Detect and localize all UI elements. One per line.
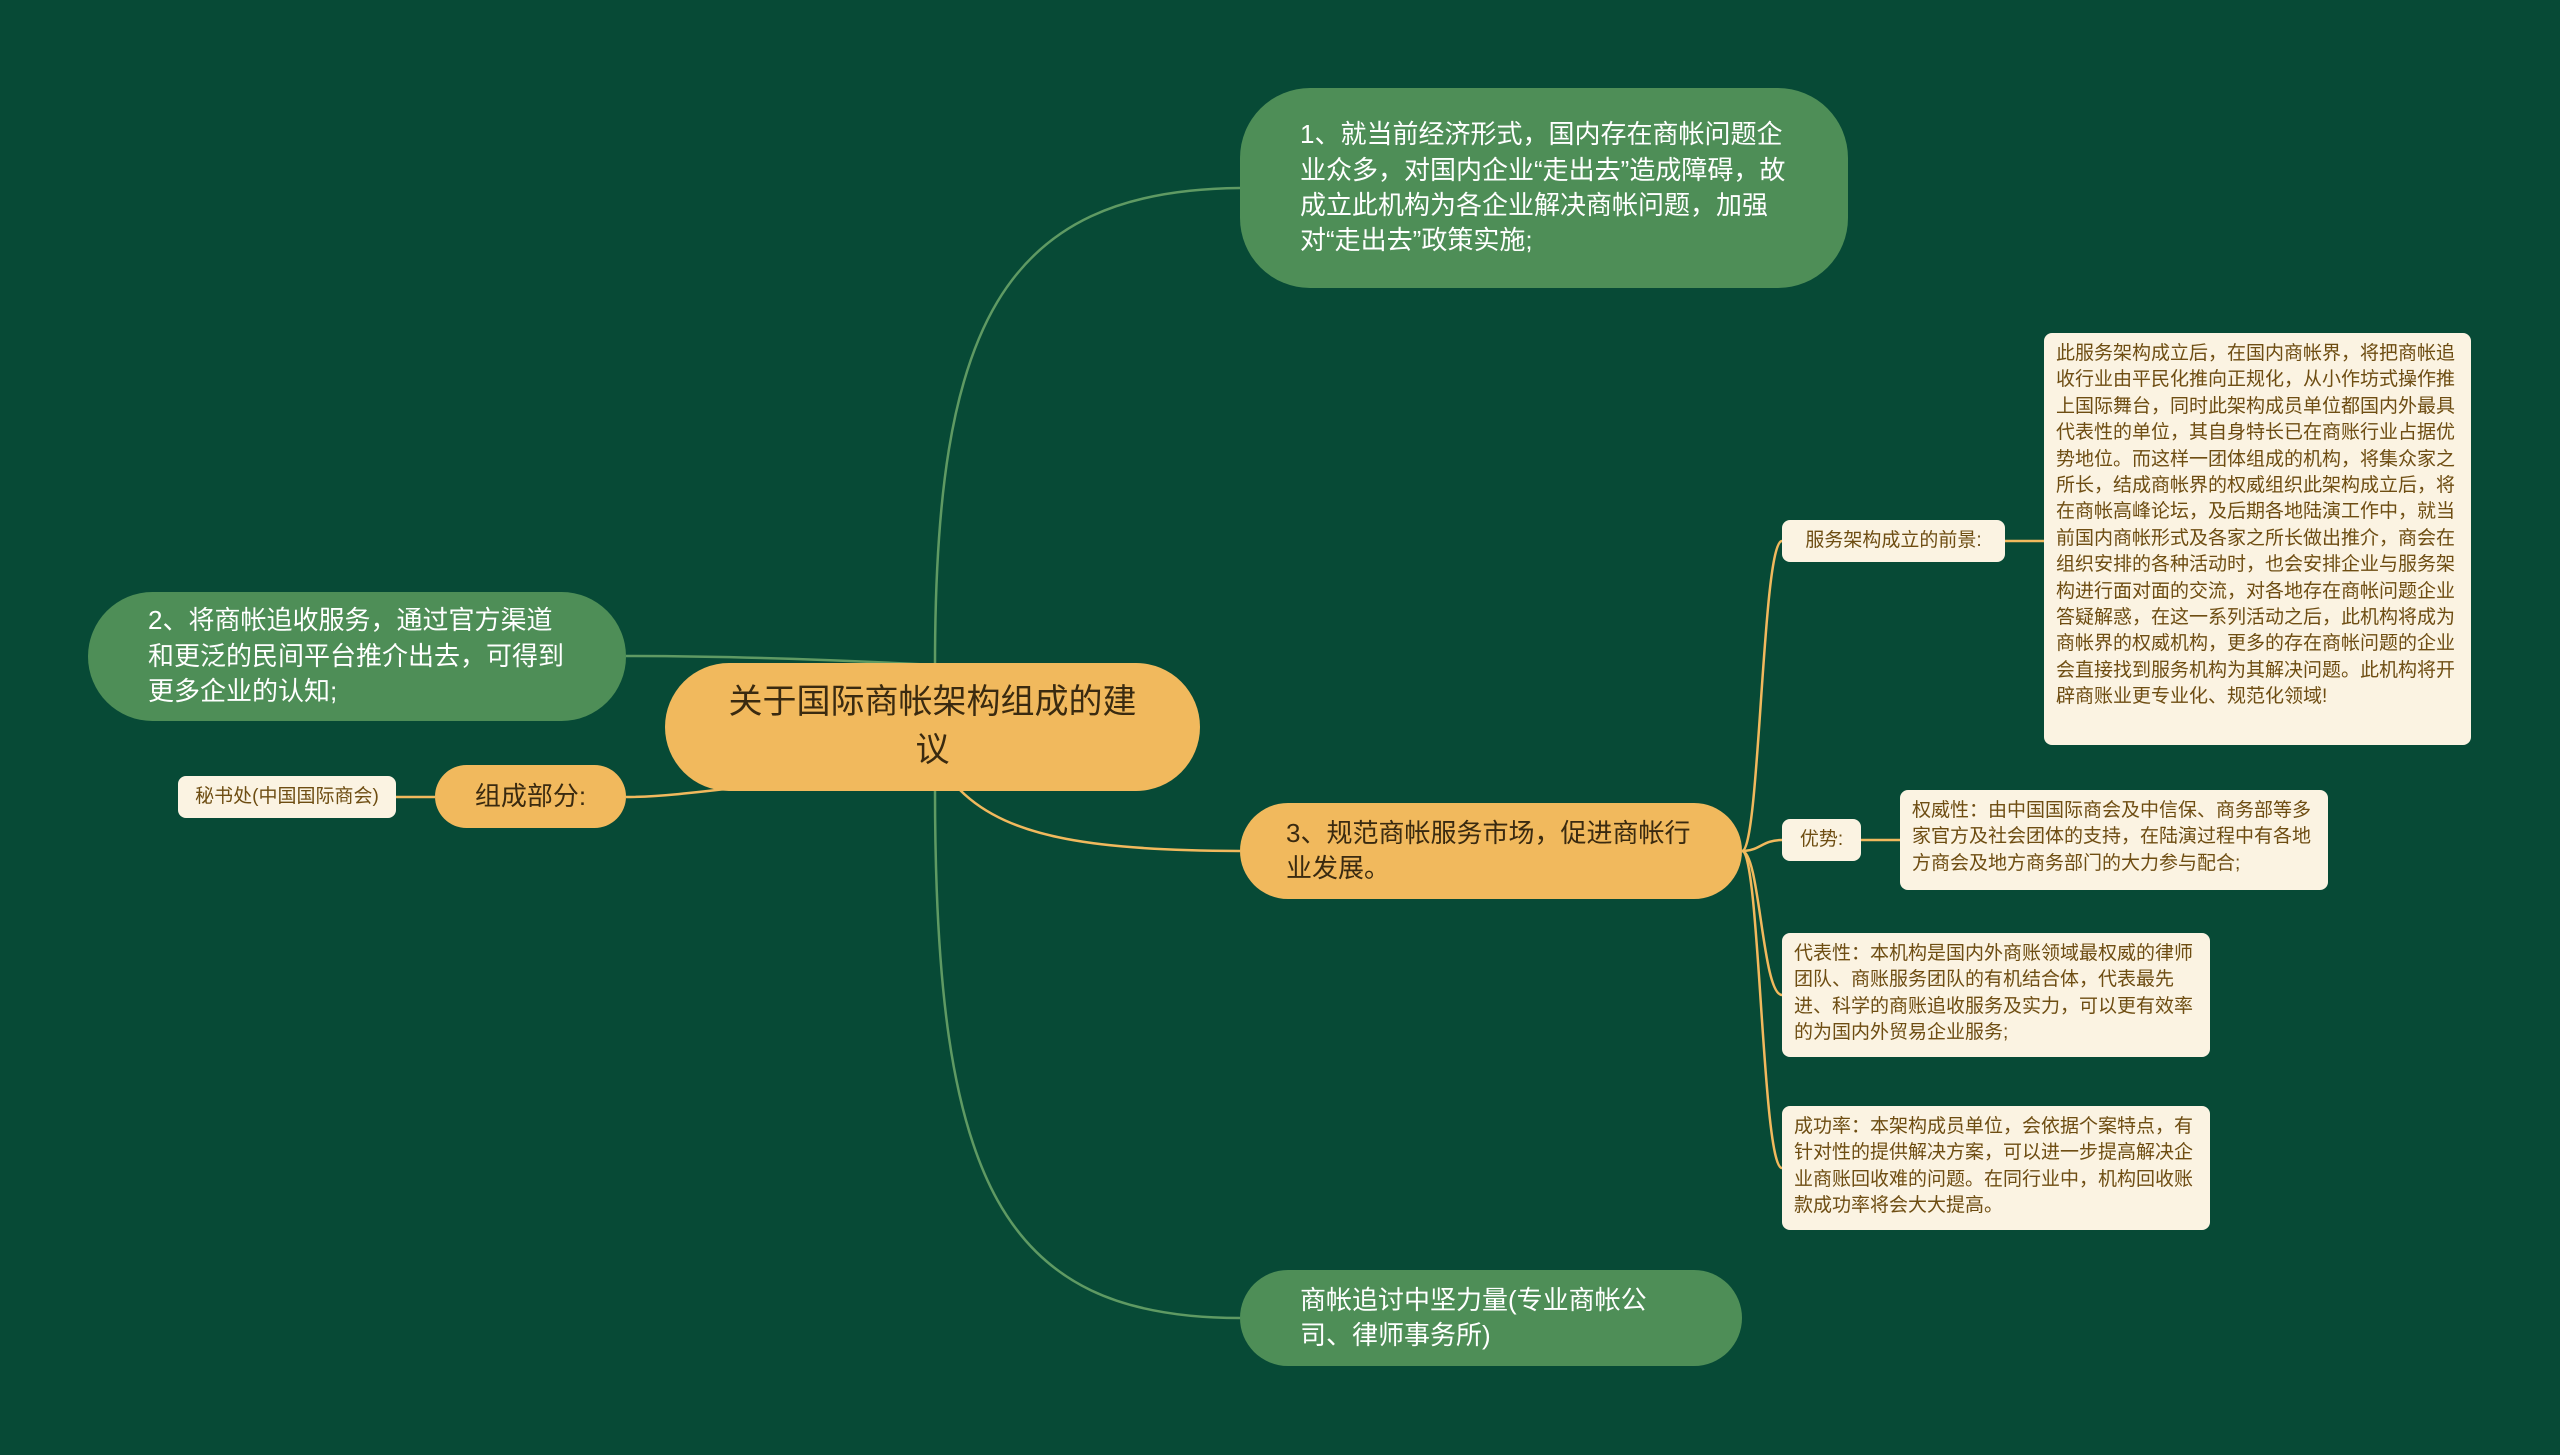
central-topic[interactable]: 关于国际商帐架构组成的建议 (665, 663, 1200, 791)
background-label[interactable]: 服务架构成立的前景: (1782, 520, 2005, 562)
link-branch3-background (1740, 539, 1784, 853)
branch-economic-situation[interactable]: 1、就当前经济形式，国内存在商帐问题企业众多，对国内企业“走出去”造成障碍，故成… (1240, 88, 1848, 288)
advantage-label[interactable]: 优势: (1782, 819, 1861, 861)
background-text[interactable]: 此服务架构成立后，在国内商帐界，将把商帐追收行业由平民化推向正规化，从小作坊式操… (2044, 333, 2471, 745)
link-central-branch2 (625, 654, 936, 667)
link-branch3-representative (1741, 849, 1783, 997)
link-branch3-success (1740, 849, 1784, 1170)
success-rate-text[interactable]: 成功率：本架构成员单位，会依据个案特点，有针对性的提供解决方案，可以进一步提高解… (1782, 1106, 2210, 1230)
link-central-force (933, 789, 1241, 1320)
branch-promotion[interactable]: 2、将商帐追收服务，通过官方渠道和更泛的民间平台推介出去，可得到更多企业的认知; (88, 592, 626, 721)
link-central-branch3 (959, 789, 1241, 853)
components-label[interactable]: 组成部分: (435, 765, 626, 828)
secretariat-node[interactable]: 秘书处(中国国际商会) (178, 776, 396, 818)
branch-regulate-market[interactable]: 3、规范商帐服务市场，促进商帐行业发展。 (1240, 803, 1742, 899)
link-central-branch1 (933, 186, 1241, 666)
authority-text[interactable]: 权威性：由中国国际商会及中信保、商务部等多家官方及社会团体的支持，在陆演过程中有… (1900, 790, 2328, 890)
representative-text[interactable]: 代表性：本机构是国内外商账领域最权威的律师团队、商账服务团队的有机结合体，代表最… (1782, 933, 2210, 1057)
link-branch3-advantage (1741, 838, 1783, 853)
branch-core-force[interactable]: 商帐追讨中坚力量(专业商帐公司、律师事务所) (1240, 1270, 1742, 1366)
